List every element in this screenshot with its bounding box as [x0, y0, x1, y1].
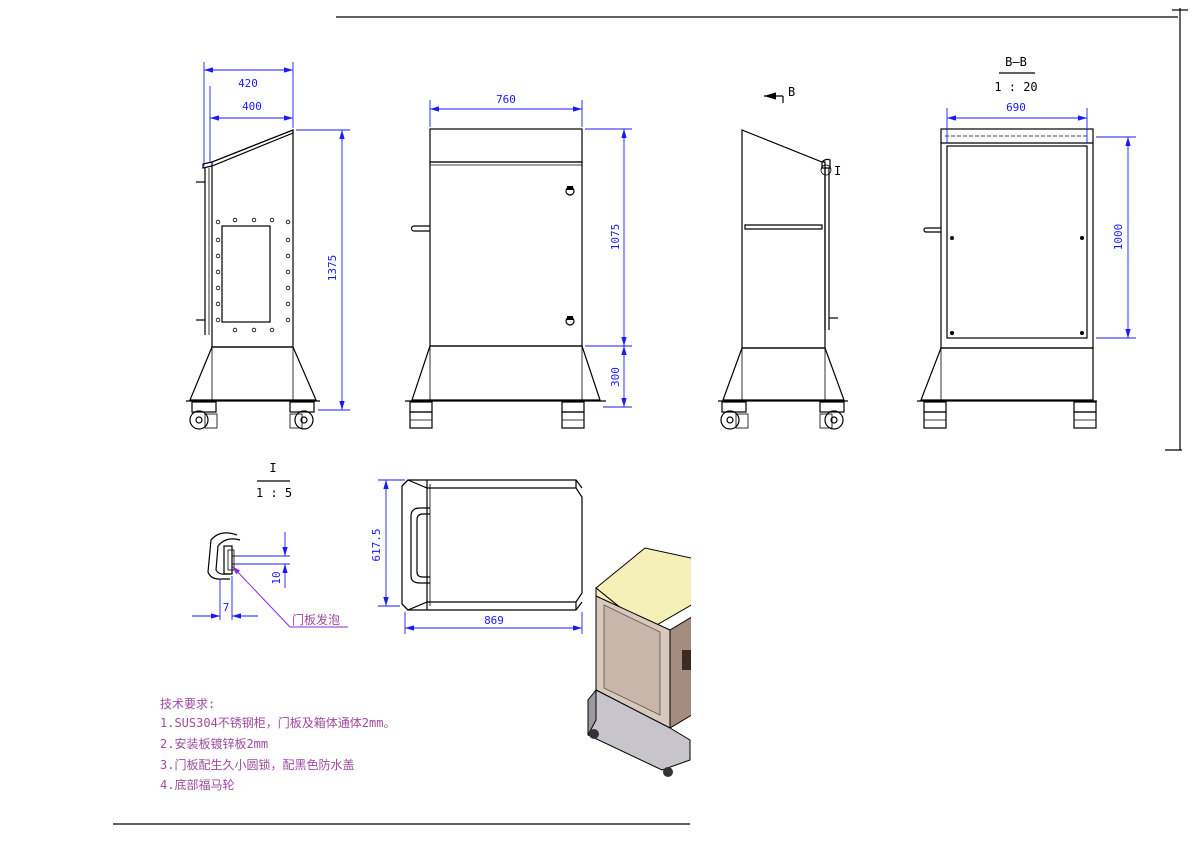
note-item-4: 4.底部福马轮	[160, 777, 234, 792]
caster-left	[189, 401, 218, 430]
bolt-pattern	[215, 217, 291, 333]
detail-i-view: I 1 : 5 10 7 门板发泡	[192, 461, 348, 628]
dim-760: 760	[496, 93, 516, 106]
front-elevation-view: 760 1075 300	[405, 93, 632, 429]
dim-7: 7	[223, 601, 230, 614]
technical-requirements: 技术要求: 1.SUS304不锈钢柜，门板及箱体通体2mm。 2.安装板镀锌板2…	[160, 697, 395, 792]
section-arrow-b: B	[764, 85, 795, 103]
detail-scale: 1 : 5	[256, 486, 292, 500]
foam-callout-label: 门板发泡	[292, 612, 340, 627]
note-item-3: 3.门板配生久小圆锁，配黑色防水盖	[160, 757, 354, 772]
caster-front-right	[561, 401, 585, 429]
caster-front-left	[409, 401, 433, 429]
section-title: B—B	[1005, 55, 1027, 69]
note-item-1: 1.SUS304不锈钢柜，门板及箱体通体2mm。	[160, 715, 395, 730]
sheet-border	[113, 8, 1188, 825]
detail-callout-i: I	[820, 164, 841, 178]
dim-1000: 1000	[1112, 224, 1125, 251]
caster-right	[289, 401, 315, 430]
caster-side2-right	[819, 401, 845, 430]
dim-300: 300	[609, 367, 622, 387]
dim-10: 10	[270, 571, 283, 584]
dim-400: 400	[242, 100, 262, 113]
section-bb-view: B—B 1 : 20 690 1000	[917, 55, 1136, 429]
right-side-elevation-view: B I	[718, 85, 848, 430]
caster-side2-left	[720, 401, 749, 430]
top-view: 617.5 869	[370, 479, 583, 634]
dim-617-5: 617.5	[370, 528, 383, 561]
notes-heading: 技术要求:	[160, 697, 215, 711]
dim-869: 869	[484, 614, 504, 627]
dim-690: 690	[1006, 101, 1026, 114]
dim-420: 420	[238, 77, 258, 90]
caster-section-right	[1073, 401, 1097, 429]
dim-1075: 1075	[609, 224, 622, 251]
isometric-view	[587, 547, 691, 777]
detail-marker-i: I	[834, 164, 841, 178]
detail-title: I	[269, 461, 276, 475]
side-elevation-view: 420 400 1375	[186, 62, 350, 430]
section-marker-b: B	[788, 85, 795, 99]
note-item-2: 2.安装板镀锌板2mm	[160, 736, 268, 751]
section-scale: 1 : 20	[994, 80, 1037, 94]
dim-1375: 1375	[326, 255, 339, 282]
caster-section-left	[923, 401, 947, 429]
